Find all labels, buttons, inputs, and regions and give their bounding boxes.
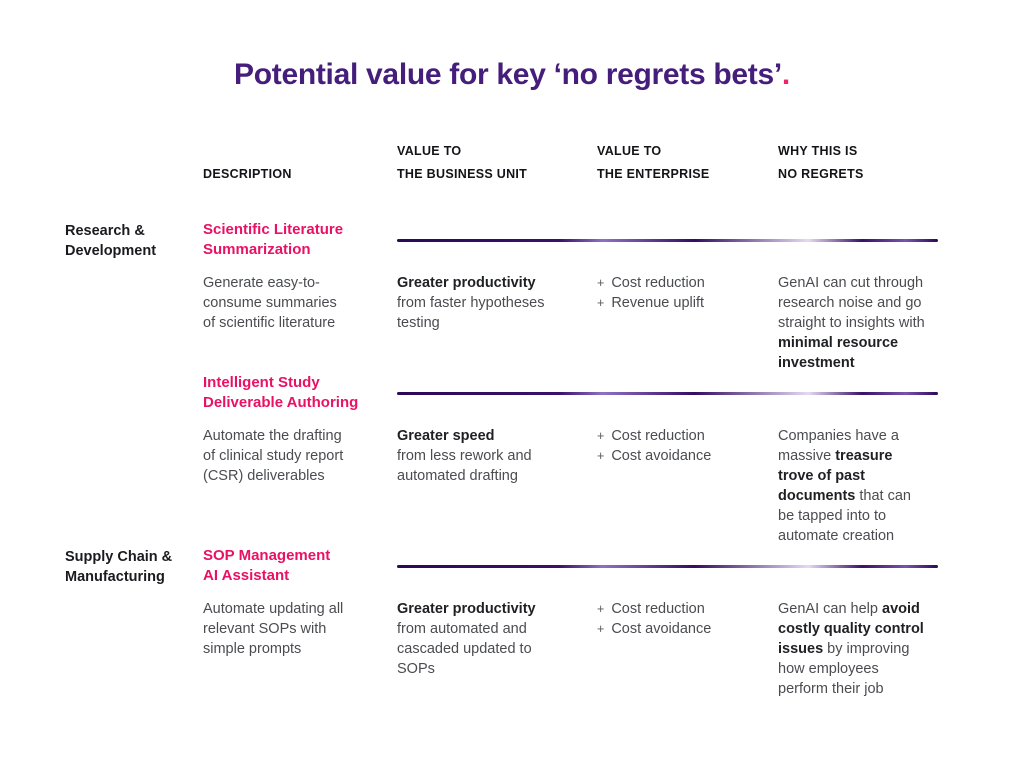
table-row-sop-management: Supply Chain & Manufacturing SOP Managem… bbox=[65, 546, 1024, 699]
business-unit-value-headline: Greater productivity bbox=[397, 275, 536, 291]
usecase-title: Scientific Literature Summarization bbox=[203, 221, 344, 258]
table-row-scientific-literature: Research & Development Scientific Litera… bbox=[65, 220, 1024, 373]
table-header-row: DESCRIPTION VALUE TO THE BUSINESS UNIT V… bbox=[65, 140, 1024, 186]
group-label-supply-chain-manufacturing: Supply Chain & Manufacturing bbox=[65, 549, 173, 585]
business-unit-value-detail: from automated and cascaded updated to S… bbox=[397, 621, 532, 677]
enterprise-value-label: Cost reduction bbox=[611, 428, 705, 444]
row-divider-line bbox=[397, 565, 938, 568]
plus-icon: + bbox=[597, 449, 605, 463]
enterprise-value-label: Cost reduction bbox=[611, 601, 705, 617]
business-unit-value-detail: from faster hypotheses testing bbox=[397, 295, 545, 331]
description-cell: Intelligent Study Deliverable Authoring … bbox=[203, 373, 397, 546]
description-cell: Scientific Literature Summarization Gene… bbox=[203, 220, 397, 373]
col-header-description: DESCRIPTION bbox=[203, 167, 292, 181]
business-unit-value-cell: Greater productivity from automated and … bbox=[397, 546, 597, 699]
enterprise-value-item: + Cost avoidance bbox=[597, 446, 778, 466]
business-unit-value-headline: Greater speed bbox=[397, 428, 495, 444]
usecase-title: SOP Management AI Assistant bbox=[203, 547, 331, 584]
why-no-regrets-text: Companies have a massive treasure trove … bbox=[778, 428, 911, 544]
enterprise-value-label: Cost avoidance bbox=[611, 621, 712, 637]
usecase-description: Generate easy-to- consume summaries of s… bbox=[203, 275, 337, 331]
business-unit-value-cell: Greater productivity from faster hypothe… bbox=[397, 220, 597, 373]
page-title-text: Potential value for key ‘no regrets bets… bbox=[234, 58, 782, 91]
enterprise-value-item: + Cost reduction bbox=[597, 599, 778, 619]
group-label-research-development: Research & Development bbox=[65, 223, 157, 259]
enterprise-value-item: + Cost avoidance bbox=[597, 619, 778, 639]
enterprise-value-item: + Cost reduction bbox=[597, 426, 778, 446]
col-header-why: WHY THIS IS NO REGRETS bbox=[778, 144, 864, 181]
usecase-title: Intelligent Study Deliverable Authoring bbox=[203, 374, 359, 411]
enterprise-value-item: + Cost reduction bbox=[597, 273, 778, 293]
usecase-description: Automate the drafting of clinical study … bbox=[203, 428, 344, 484]
col-header-enterprise: VALUE TO THE ENTERPRISE bbox=[597, 144, 710, 181]
business-unit-value-cell: Greater speed from less rework and autom… bbox=[397, 373, 597, 546]
enterprise-value-label: Cost reduction bbox=[611, 275, 705, 291]
enterprise-value-cell: + Cost reduction + Cost avoidance bbox=[597, 546, 778, 699]
why-no-regrets-text: GenAI can cut through research noise and… bbox=[778, 275, 925, 371]
enterprise-value-item: + Revenue uplift bbox=[597, 293, 778, 313]
page-title-period: . bbox=[781, 58, 790, 91]
page-title: Potential value for key ‘no regrets bets… bbox=[0, 0, 1024, 92]
value-table: DESCRIPTION VALUE TO THE BUSINESS UNIT V… bbox=[0, 140, 1024, 699]
plus-icon: + bbox=[597, 429, 605, 443]
plus-icon: + bbox=[597, 602, 605, 616]
plus-icon: + bbox=[597, 296, 605, 310]
plus-icon: + bbox=[597, 276, 605, 290]
table-row-study-deliverable-authoring: Intelligent Study Deliverable Authoring … bbox=[65, 373, 1024, 546]
why-no-regrets-text: GenAI can help avoid costly quality cont… bbox=[778, 601, 924, 697]
row-divider-line bbox=[397, 239, 938, 242]
enterprise-value-label: Revenue uplift bbox=[611, 295, 705, 311]
row-divider-line bbox=[397, 392, 938, 395]
enterprise-value-cell: + Cost reduction + Cost avoidance bbox=[597, 373, 778, 546]
usecase-description: Automate updating all relevant SOPs with… bbox=[203, 601, 344, 657]
enterprise-value-cell: + Cost reduction + Revenue uplift bbox=[597, 220, 778, 373]
col-header-business-unit: VALUE TO THE BUSINESS UNIT bbox=[397, 144, 528, 181]
plus-icon: + bbox=[597, 622, 605, 636]
enterprise-value-label: Cost avoidance bbox=[611, 448, 712, 464]
description-cell: SOP Management AI Assistant Automate upd… bbox=[203, 546, 397, 699]
business-unit-value-detail: from less rework and automated drafting bbox=[397, 448, 532, 484]
group-label-empty bbox=[65, 373, 203, 546]
business-unit-value-headline: Greater productivity bbox=[397, 601, 536, 617]
